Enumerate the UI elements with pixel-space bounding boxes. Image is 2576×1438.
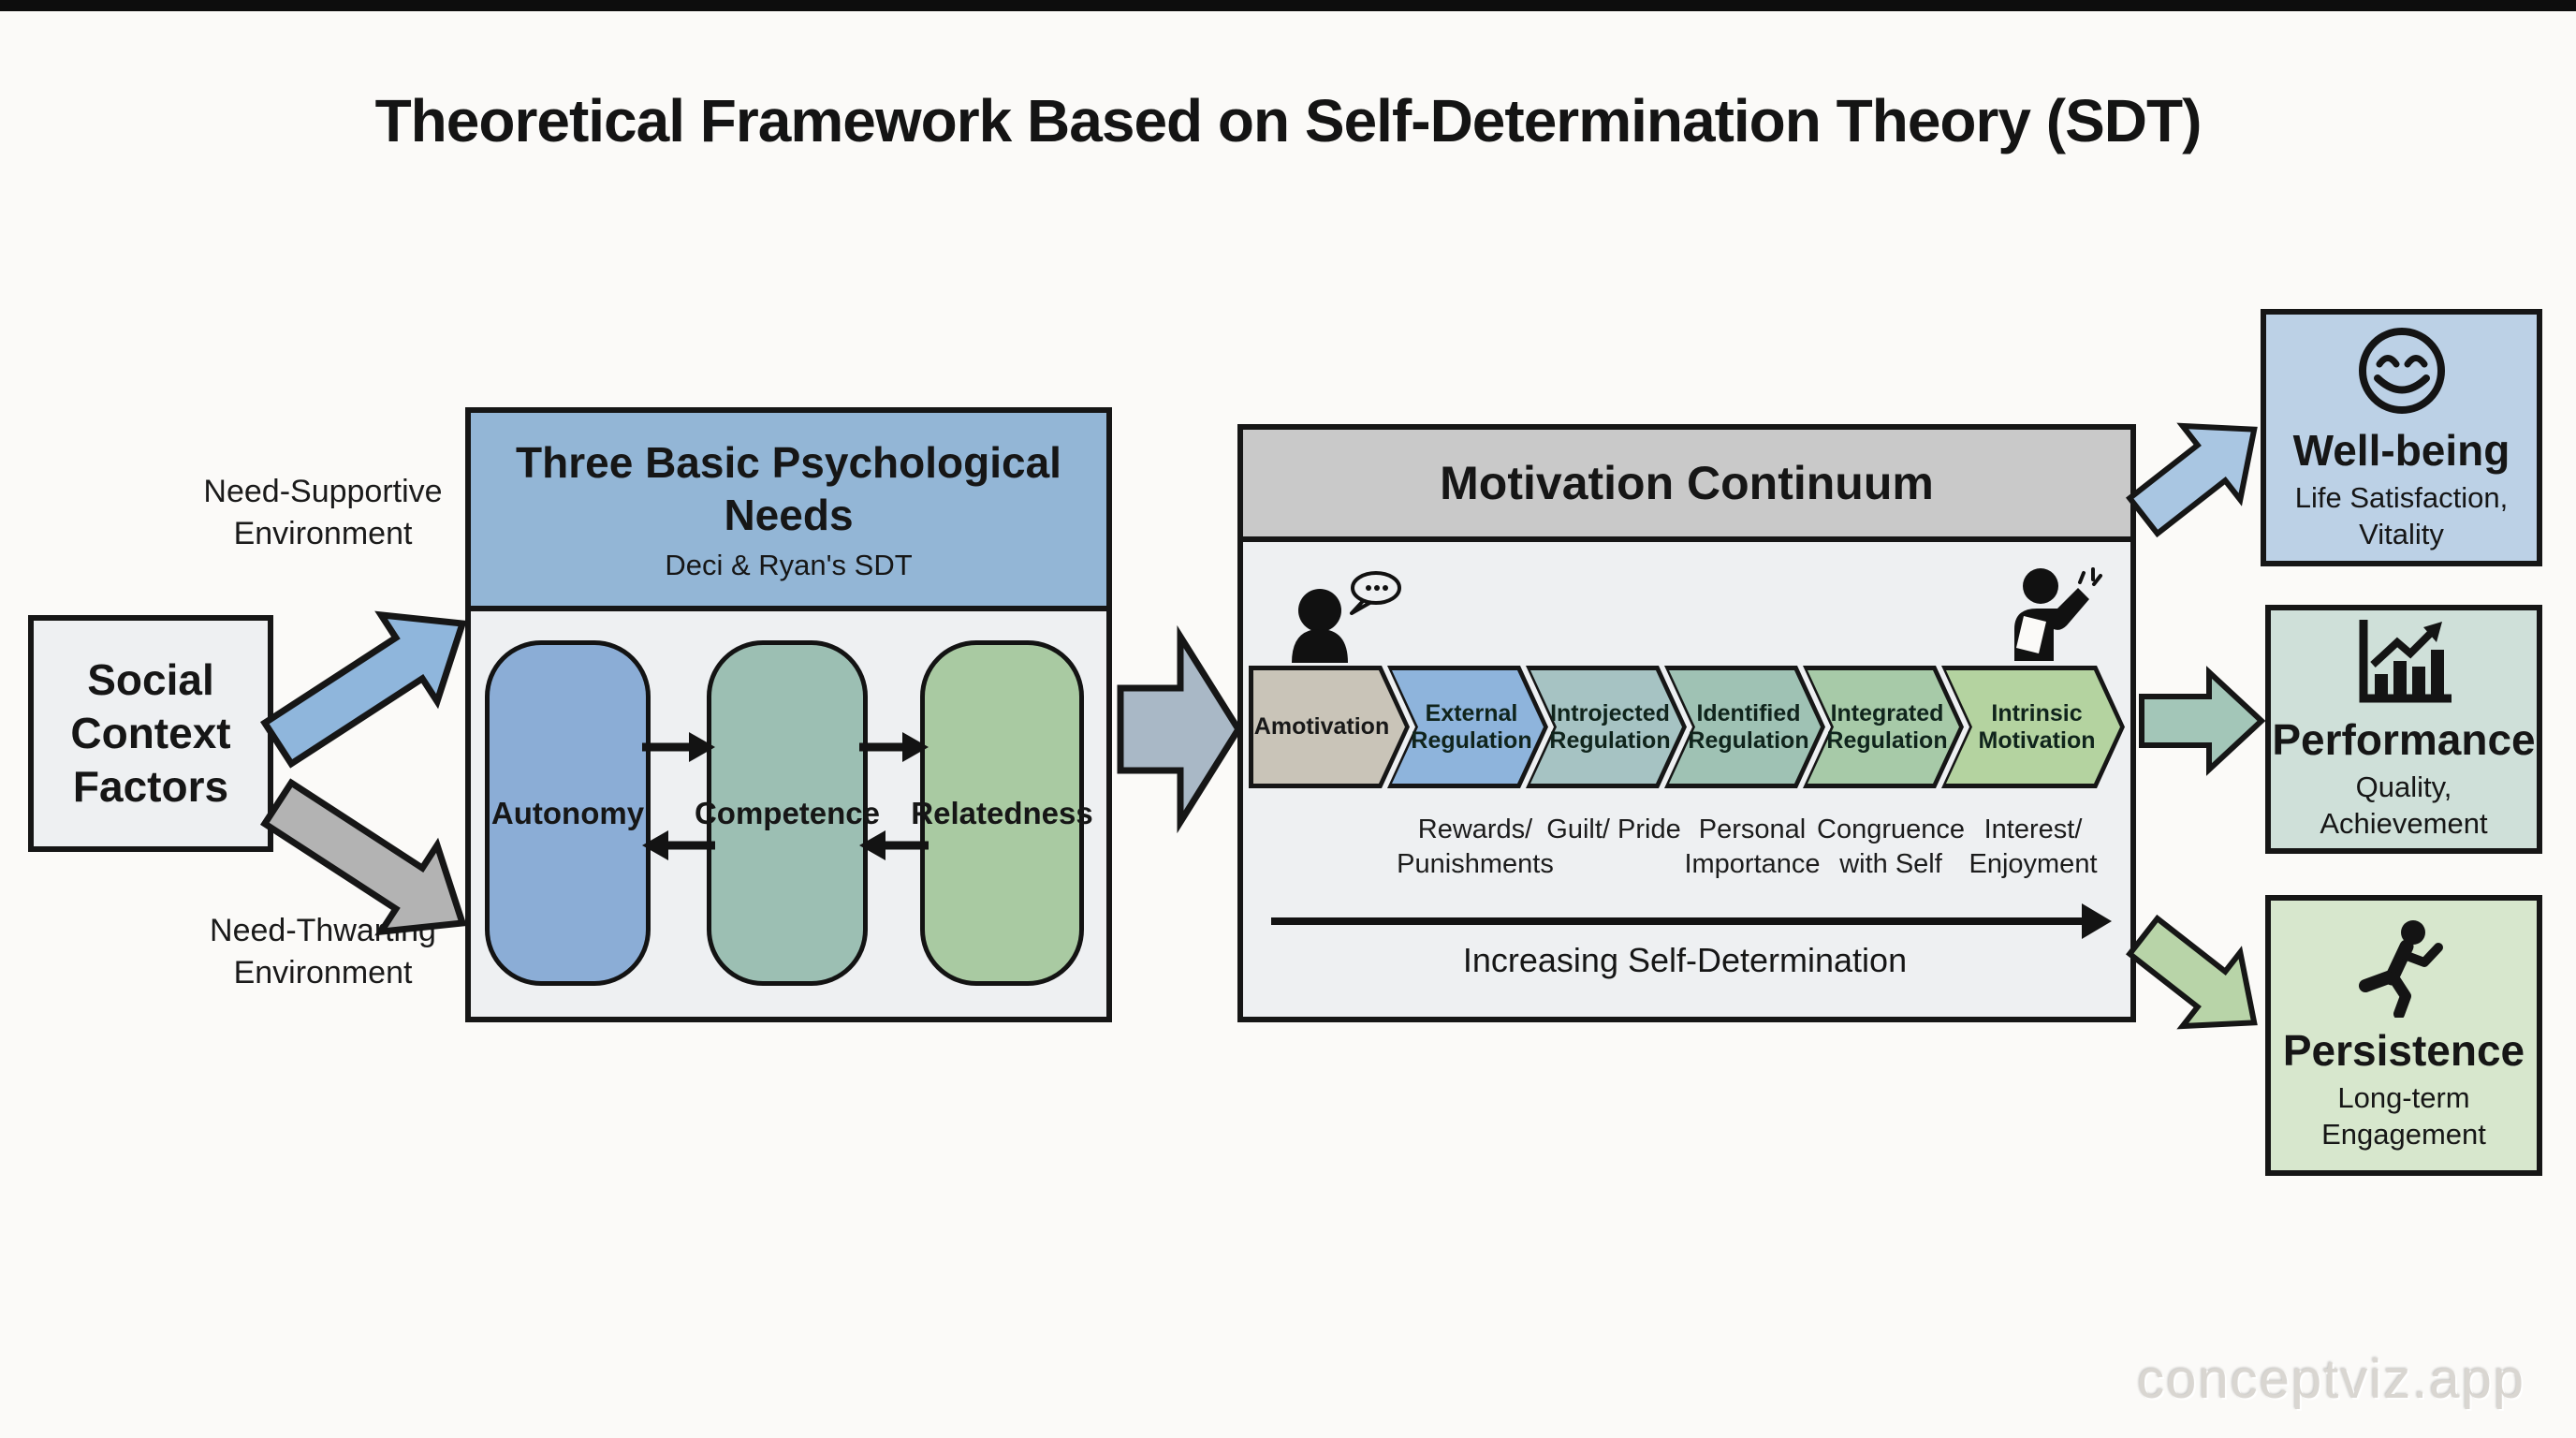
performance-title: Performance	[2272, 714, 2536, 764]
stage-sub-identified: Personal Importance	[1684, 814, 1821, 879]
outcome-persistence-box: Persistence Long-term Engagement	[2265, 895, 2542, 1176]
continuum-title: Motivation Continuum	[1440, 457, 1934, 509]
need-pill-autonomy-label: Autonomy	[490, 795, 645, 830]
social-context-label: Social Context Factors	[70, 655, 231, 811]
watermark: conceptviz.app	[2137, 1349, 2525, 1410]
continuum-header: Motivation Continuum	[1243, 430, 2130, 542]
arrow-needs-to-continuum	[1117, 624, 1243, 834]
stage-identified-label: Identified Regulation	[1688, 699, 1809, 754]
persistence-subtitle: Long-term Engagement	[2321, 1080, 2486, 1151]
smiley-icon	[2358, 327, 2445, 414]
persistence-title: Persistence	[2282, 1025, 2525, 1075]
need-thwarting-label: Need-Thwarting Environment	[210, 913, 436, 990]
runner-icon	[2359, 919, 2443, 1018]
stage-sub-introjected: Guilt/ Pride	[1546, 814, 1681, 844]
stage-amotivation: Amotivation	[1249, 666, 1410, 788]
diagram-title: Theoretical Framework Based on Self-Dete…	[374, 87, 2203, 154]
need-supportive-label: Need-Supportive Environment	[203, 474, 443, 551]
arrow-need-supportive	[259, 610, 467, 769]
need-pill-relatedness: Relatedness	[911, 640, 1093, 986]
stage-sub-external: Rewards/ Punishments	[1397, 814, 1554, 879]
needs-subtitle: Deci & Ryan's SDT	[665, 549, 913, 581]
arrow-to-persistence	[2126, 914, 2258, 1030]
need-pill-competence: Competence	[695, 640, 880, 986]
stage-external-label: External Regulation	[1411, 699, 1532, 754]
stage-introjected-regulation: Introjected Regulation	[1526, 666, 1687, 788]
stage-amotivation-label: Amotivation	[1253, 713, 1390, 740]
outcome-wellbeing-box: Well-being Life Satisfaction, Vitality	[2261, 309, 2542, 566]
wellbeing-title: Well-being	[2292, 425, 2510, 475]
stage-sub-integrated: Congruence with Self	[1817, 814, 1965, 879]
stage-intrinsic-label: Intrinsic Motivation	[1978, 699, 2096, 754]
stage-sub-intrinsic: Interest/ Enjoyment	[1969, 814, 2098, 879]
chart-icon	[2359, 619, 2452, 702]
stage-amotivation-fill	[1253, 670, 1405, 784]
stage-external-regulation: External Regulation	[1387, 666, 1548, 788]
performance-subtitle: Quality, Achievement	[2320, 770, 2488, 840]
stage-introjected-label: Introjected Regulation	[1549, 699, 1671, 754]
social-context-box: Social Context Factors	[28, 615, 273, 852]
self-determination-axis-label: Increasing Self-Determination	[1462, 941, 1908, 979]
stage-integrated-label: Integrated Regulation	[1826, 699, 1948, 754]
top-border-bar	[0, 0, 2576, 11]
needs-header: Three Basic Psychological Needs Deci & R…	[471, 413, 1106, 611]
stage-identified-regulation: Identified Regulation	[1664, 666, 1825, 788]
arrow-to-performance	[2139, 666, 2266, 776]
needs-title: Three Basic Psychological Needs	[516, 438, 1061, 539]
stage-intrinsic-motivation: Intrinsic Motivation	[1941, 666, 2125, 788]
need-pill-autonomy: Autonomy	[485, 640, 651, 986]
stage-intrinsic-fill	[1946, 670, 2120, 784]
arrow-to-wellbeing	[2126, 422, 2258, 538]
wellbeing-subtitle: Life Satisfaction, Vitality	[2294, 480, 2509, 550]
stage-integrated-regulation: Integrated Regulation	[1803, 666, 1964, 788]
need-pill-relatedness-label: Relatedness	[911, 795, 1093, 830]
need-pill-competence-label: Competence	[694, 795, 881, 830]
outcome-performance-box: Performance Quality, Achievement	[2265, 605, 2542, 854]
